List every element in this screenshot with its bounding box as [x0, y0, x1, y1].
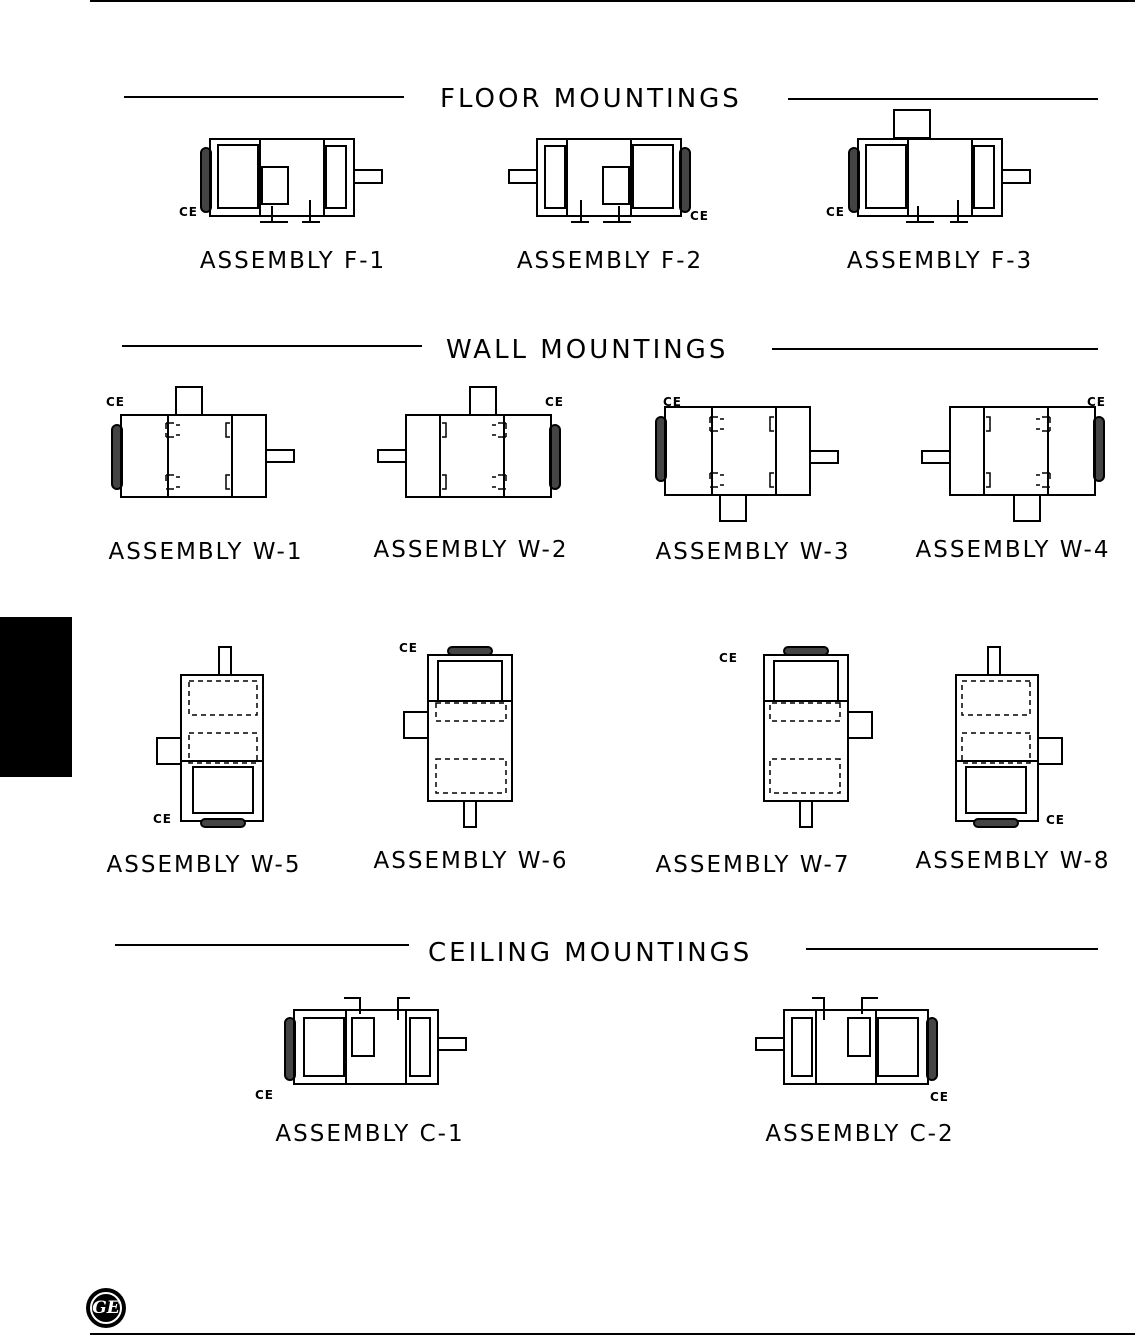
section-tab-marker	[0, 617, 72, 777]
assembly-label: ASSEMBLY W-7	[655, 852, 851, 878]
section-rule-right	[788, 98, 1098, 100]
floor-mountings-title: FLOOR MOUNTINGS	[440, 84, 742, 114]
assembly-w-1-drawing	[108, 385, 300, 513]
ce-label: CE	[930, 1090, 950, 1104]
gearmotor-sketch	[285, 998, 466, 1084]
ce-label: CE	[719, 651, 739, 665]
assembly-w-5-drawing	[155, 645, 275, 831]
gearmotor-sketch	[112, 387, 294, 497]
assembly-w-3-drawing	[652, 405, 844, 525]
gearmotor-sketch	[656, 407, 838, 521]
gearmotor-sketch	[849, 110, 1030, 222]
gearmotor-sketch	[956, 647, 1062, 827]
ce-label: CE	[106, 395, 126, 409]
assembly-f-3-drawing	[846, 108, 1032, 230]
gearmotor-sketch	[157, 647, 263, 827]
gearmotor-sketch	[922, 407, 1104, 521]
section-rule-left	[124, 96, 404, 98]
assembly-w-2-drawing	[372, 385, 564, 513]
assembly-label: ASSEMBLY W-2	[373, 537, 569, 563]
ceiling-mountings-title: CEILING MOUNTINGS	[428, 938, 753, 968]
assembly-label: ASSEMBLY W-3	[655, 539, 851, 565]
ce-label: CE	[690, 209, 710, 223]
section-rule-left	[122, 345, 422, 347]
assembly-label: ASSEMBLY W-5	[106, 852, 302, 878]
assembly-f-2-drawing	[507, 136, 693, 230]
wall-mountings-title: WALL MOUNTINGS	[446, 335, 729, 365]
section-rule-right	[772, 348, 1098, 350]
assembly-f-1-drawing	[198, 136, 384, 230]
gearmotor-sketch	[378, 387, 560, 497]
section-rule-left	[115, 944, 409, 946]
assembly-label: ASSEMBLY W-8	[915, 848, 1111, 874]
ce-label: CE	[255, 1088, 275, 1102]
top-rule	[90, 0, 1135, 2]
ce-label: CE	[1046, 813, 1066, 827]
assembly-label: ASSEMBLY C-1	[275, 1121, 465, 1147]
gearmotor-sketch	[404, 647, 512, 827]
assembly-w-6-drawing	[402, 645, 522, 831]
assembly-label: ASSEMBLY F-1	[199, 248, 387, 274]
ge-logo-ring	[90, 1292, 122, 1324]
ce-label: CE	[545, 395, 565, 409]
ce-label: CE	[153, 812, 173, 826]
assembly-c-2-drawing	[750, 994, 940, 1090]
assembly-label: ASSEMBLY W-1	[108, 539, 304, 565]
assembly-w-7-drawing	[754, 645, 874, 831]
gearmotor-sketch	[509, 139, 690, 222]
ce-label: CE	[663, 395, 683, 409]
assembly-label: ASSEMBLY W-4	[915, 537, 1111, 563]
gearmotor-sketch	[756, 998, 937, 1084]
ce-label: CE	[826, 205, 846, 219]
assembly-w-4-drawing	[916, 405, 1108, 525]
assembly-label: ASSEMBLY W-6	[373, 848, 569, 874]
bottom-rule	[90, 1333, 1135, 1335]
gearmotor-sketch	[201, 139, 382, 222]
ce-label: CE	[399, 641, 419, 655]
assembly-c-1-drawing	[282, 994, 472, 1090]
assembly-w-8-drawing	[944, 645, 1064, 831]
gearmotor-sketch	[764, 647, 872, 827]
assembly-label: ASSEMBLY F-2	[516, 248, 704, 274]
ce-label: CE	[1087, 395, 1107, 409]
ce-label: CE	[179, 205, 199, 219]
assembly-label: ASSEMBLY C-2	[765, 1121, 955, 1147]
section-rule-right	[806, 948, 1098, 950]
assembly-label: ASSEMBLY F-3	[846, 248, 1034, 274]
